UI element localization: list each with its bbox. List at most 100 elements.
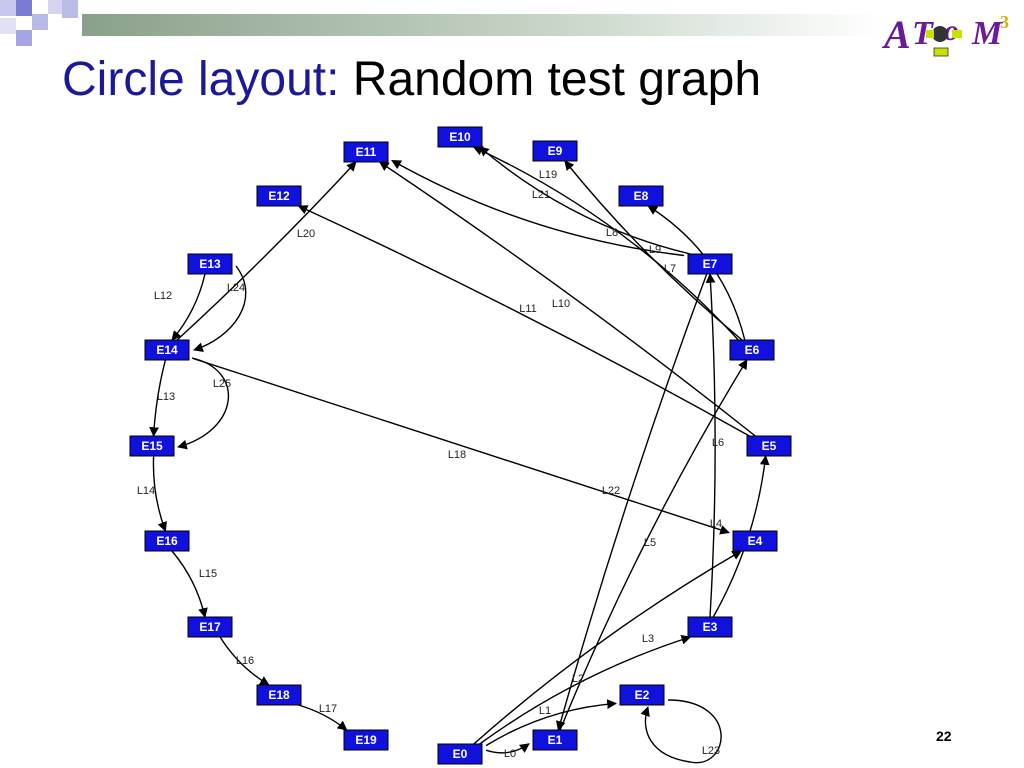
node-e0[interactable]: E0 (437, 743, 483, 765)
node-e1[interactable]: E1 (532, 729, 578, 751)
edge-l5 (559, 359, 748, 731)
nodes-layer: E0 E1 E2 E3 E4 E5 E6 E7 E8 E9 E10E11E12E13E14E15E1… (129, 126, 792, 765)
edges-layer (149, 146, 770, 764)
edge-l14 (152, 455, 167, 532)
node-label: E2 (635, 688, 650, 702)
node-e19[interactable]: E19 (343, 729, 389, 751)
corner-decoration (0, 0, 82, 60)
edge-l20 (176, 161, 357, 341)
node-e2[interactable]: E2 (619, 684, 665, 706)
edge-l18 (192, 357, 730, 535)
node-label: E19 (355, 733, 377, 747)
edge-l3 (473, 550, 743, 745)
node-e15[interactable]: E15 (129, 435, 175, 457)
node-e16[interactable]: E16 (144, 530, 190, 552)
node-e10[interactable]: E10 (437, 126, 483, 148)
node-label: E14 (156, 343, 178, 357)
node-label: E12 (268, 189, 290, 203)
edge-label-l7: L7 (664, 263, 676, 275)
edge-label-l24: L24 (227, 282, 245, 294)
edge-label-l19: L19 (539, 169, 557, 181)
node-label: E16 (156, 534, 178, 548)
edge-label-l2: L2 (572, 673, 584, 685)
edge-l24 (193, 265, 247, 353)
node-e5[interactable]: E5 (746, 435, 792, 457)
edge-label-l16: L16 (236, 655, 254, 667)
edge-label-l23: L23 (702, 745, 720, 757)
edge-l21 (391, 159, 685, 257)
node-e12[interactable]: E12 (256, 185, 302, 207)
page-number: 22 (936, 728, 952, 744)
node-e4[interactable]: E4 (732, 530, 778, 552)
edge-label-l1: L1 (539, 705, 551, 717)
edge-label-l8: L8 (606, 227, 618, 239)
edge-label-l4: L4 (710, 518, 722, 530)
node-e7[interactable]: E7 (687, 253, 733, 275)
edge-l23 (640, 699, 722, 764)
edge-label-l6: L6 (712, 437, 724, 449)
svg-text:A: A (881, 12, 911, 57)
edge-l11 (297, 205, 750, 437)
node-label: E6 (745, 343, 760, 357)
node-e17[interactable]: E17 (187, 616, 233, 638)
edge-l0 (485, 743, 530, 754)
edge-l9 (472, 146, 739, 341)
node-label: E8 (634, 189, 649, 203)
edge-label-l22: L22 (602, 485, 620, 497)
node-label: E11 (356, 145, 377, 159)
edge-l6 (705, 273, 716, 618)
edge-l19 (478, 146, 691, 255)
node-e14[interactable]: E14 (144, 339, 190, 361)
node-e8[interactable]: E8 (618, 185, 664, 207)
edge-l13 (149, 359, 167, 437)
node-label: E15 (141, 439, 163, 453)
edge-l25 (177, 357, 229, 450)
node-label: E5 (762, 439, 777, 453)
edge-l17 (298, 704, 348, 731)
svg-text:3: 3 (1000, 12, 1009, 32)
node-e18[interactable]: E18 (256, 684, 302, 706)
node-e13[interactable]: E13 (187, 253, 233, 275)
edge-label-l18: L18 (448, 449, 466, 461)
node-e3[interactable]: E3 (687, 616, 733, 638)
edge-l12 (171, 273, 206, 341)
node-label: E1 (548, 733, 563, 747)
svg-text:o: o (944, 14, 959, 47)
edge-labels-layer: L0L1L2L3L4L5L6L7L8L9L10L11L12L13L14L15L1… (137, 169, 724, 760)
edge-label-l9: L9 (649, 244, 661, 256)
title-bar-decoration (82, 14, 882, 36)
slide-title-main: Random test graph (352, 53, 762, 106)
edge-label-l10: L10 (552, 298, 570, 310)
edge-label-l15: L15 (199, 568, 217, 580)
svg-text:M: M (971, 15, 1004, 52)
node-e11[interactable]: E11 (343, 141, 389, 163)
edge-label-l5: L5 (644, 537, 656, 549)
edge-l15 (171, 550, 208, 618)
edge-label-l11: L11 (519, 303, 537, 315)
node-label: E13 (199, 257, 221, 271)
slide-title-prefix: Circle layout: (62, 53, 340, 106)
node-label: E10 (449, 130, 471, 144)
node-e6[interactable]: E6 (729, 339, 775, 361)
edge-l16 (219, 636, 270, 686)
atom3-logo: A T o M 3 (881, 12, 1009, 57)
node-label: E17 (199, 620, 221, 634)
edge-l1 (485, 699, 617, 747)
slide-title: Circle layout: Random test graph (62, 52, 761, 108)
edge-l22 (555, 273, 708, 731)
edge-label-l25: L25 (213, 378, 231, 390)
edge-label-l13: L13 (157, 391, 175, 403)
node-e9[interactable]: E9 (532, 140, 578, 162)
edge-label-l14: L14 (137, 485, 155, 497)
node-label: E18 (268, 688, 290, 702)
edge-l10 (378, 161, 756, 437)
edge-label-l12: L12 (154, 290, 172, 302)
node-label: E7 (703, 257, 718, 271)
node-label: E3 (703, 620, 718, 634)
edge-label-l3: L3 (642, 633, 654, 645)
node-label: E0 (453, 747, 468, 761)
edge-label-l0: L0 (504, 748, 516, 760)
node-label: E4 (748, 534, 763, 548)
node-label: E9 (548, 144, 563, 158)
